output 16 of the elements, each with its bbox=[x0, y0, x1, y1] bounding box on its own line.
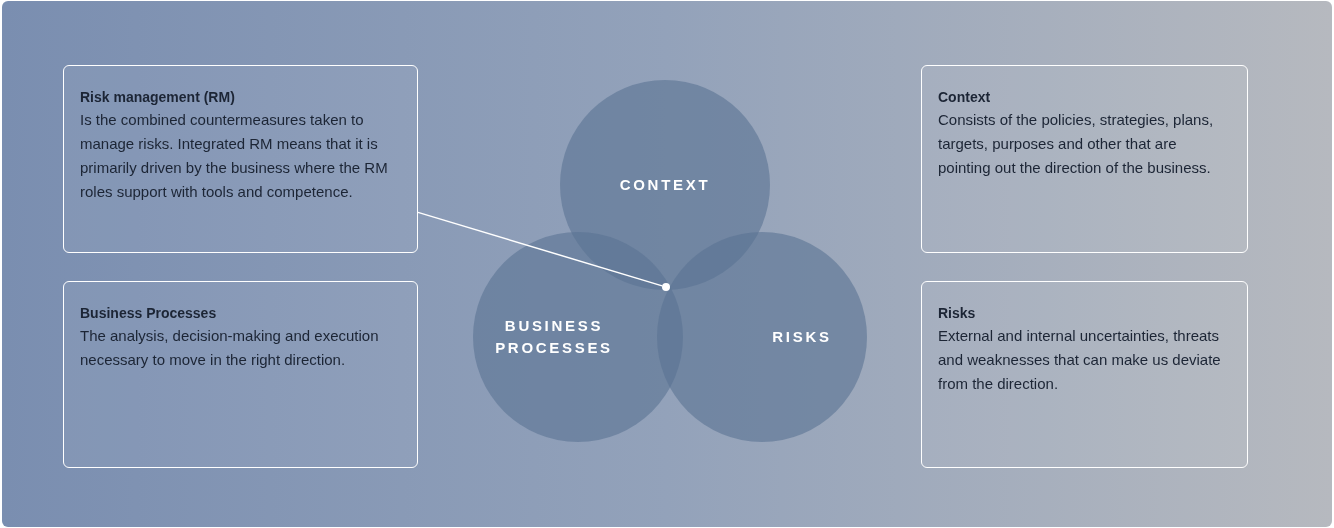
card-body: Is the combined countermeasures taken to manage risks. Integrated RM means that it is primarily driven by the business where the RM roles support with tools and competence. bbox=[80, 110, 389, 202]
card-heading: Business Processes bbox=[80, 304, 218, 323]
info-card bbox=[921, 65, 1248, 253]
info-card bbox=[63, 281, 418, 468]
card-body: Consists of the policies, strategies, plans, targets, purposes and other that are pointing out the direction of the business. bbox=[938, 110, 1215, 178]
circle-label: RISKS bbox=[771, 327, 833, 347]
card-body: External and internal uncertainties, threats and weaknesses that can make us deviate from the direction. bbox=[938, 326, 1222, 394]
leader-line bbox=[417, 211, 663, 287]
info-card bbox=[63, 65, 418, 253]
card-heading: Context bbox=[938, 88, 992, 107]
card-heading: Risk management (RM) bbox=[80, 88, 236, 107]
card-body: The analysis, decision-making and execution necessary to move in the right direction. bbox=[80, 326, 380, 370]
circle-label: BUSINESS PROCESSES bbox=[494, 316, 614, 358]
info-card bbox=[921, 281, 1248, 468]
card-heading: Risks bbox=[938, 304, 977, 323]
circle-label: CONTEXT bbox=[618, 175, 712, 195]
